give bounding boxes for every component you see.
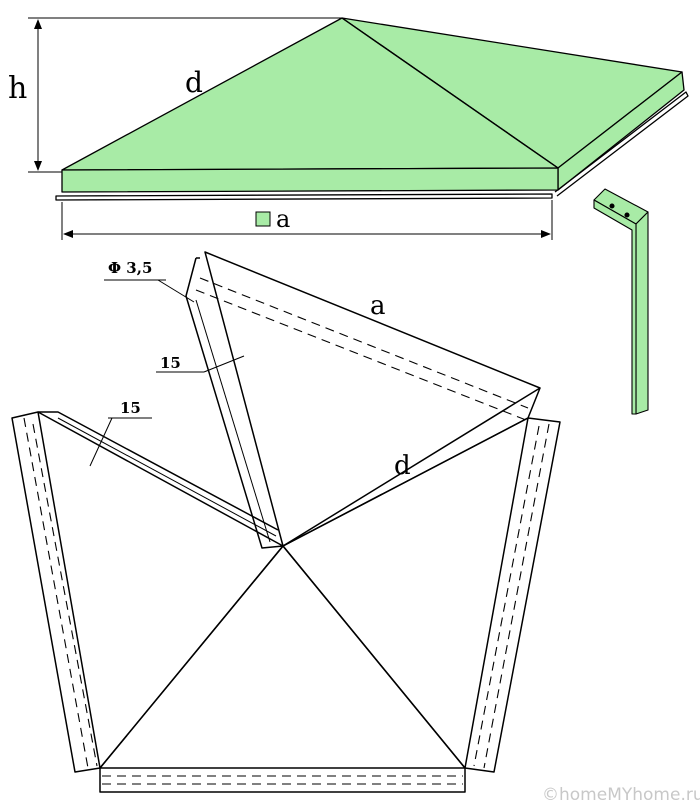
hole-diameter-label: Φ 3,5 xyxy=(108,259,152,277)
slant-edge-label-3d: d xyxy=(185,66,203,99)
base-dimension xyxy=(61,200,553,240)
square-base-icon xyxy=(255,211,271,227)
fixing-bracket xyxy=(593,188,649,415)
roof-net-pattern xyxy=(11,251,561,793)
net-face-bottom xyxy=(99,545,466,769)
net-flange-bottom xyxy=(99,768,466,793)
roof-skirt-front xyxy=(61,167,559,193)
fold-lines xyxy=(23,277,550,785)
roof-3d-view xyxy=(55,17,689,201)
net-flange-right xyxy=(464,417,561,773)
hole-callout xyxy=(104,279,195,303)
height-label: h xyxy=(8,71,27,106)
slant-edge-label-net: d xyxy=(394,451,411,481)
net-flange-left-top xyxy=(38,411,279,531)
hip-edge-front-right xyxy=(341,17,559,169)
flange-width-callout-1 xyxy=(156,355,245,373)
base-side-label-3d: a xyxy=(276,205,290,233)
net-face-top xyxy=(204,251,541,547)
roof-drip-right xyxy=(554,91,689,197)
roof-drip-front xyxy=(55,193,553,201)
base-side-label-net: a xyxy=(370,291,386,321)
flange-width-callout-2 xyxy=(89,417,152,467)
net-flange-top-left xyxy=(185,257,284,549)
watermark: ©homeMYhome.ru xyxy=(542,785,700,805)
height-dimension xyxy=(28,17,342,173)
flange-width-label-1: 15 xyxy=(160,354,181,372)
net-flange-left xyxy=(11,411,101,773)
flange-inner-lines xyxy=(57,299,277,543)
flange-width-label-2: 15 xyxy=(120,399,141,417)
